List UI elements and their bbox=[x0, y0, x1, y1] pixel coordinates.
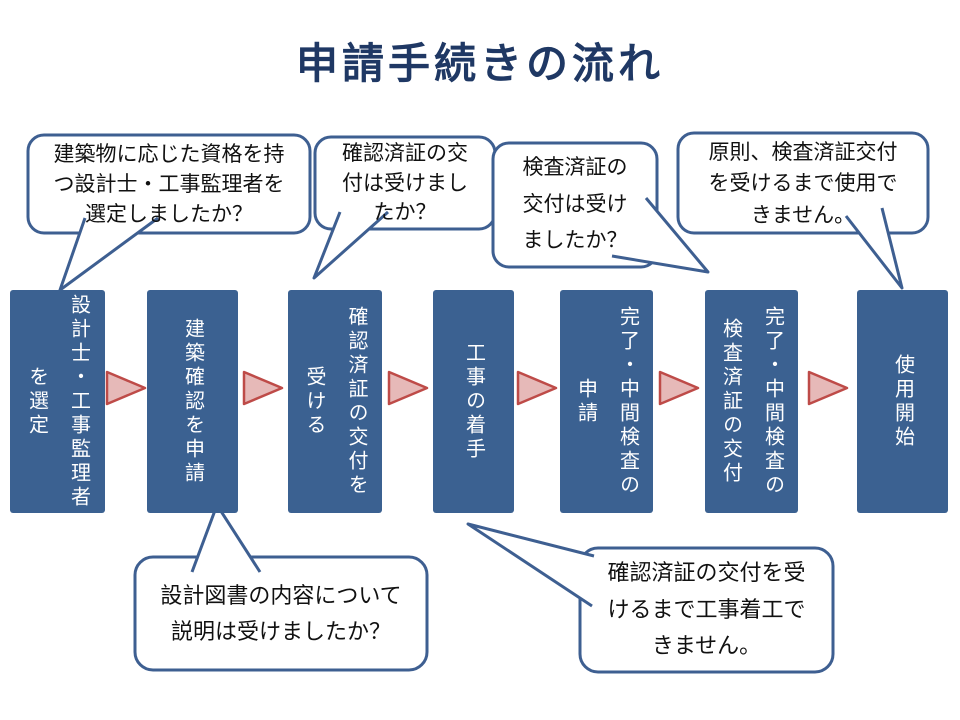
callout-qualification-text: 建築物に応じた資格を持 つ設計士・工事監理者を 選定しましたか？ bbox=[53, 143, 285, 226]
flow-step-apply-inspection: 完了・中間検査の 申請 bbox=[560, 290, 653, 513]
callout-qualification-body bbox=[26, 133, 312, 235]
callout-no-use-text: 原則、検査済証交付 を受けるまで使用で きません。 bbox=[708, 140, 898, 227]
callout-inspection-certificate-tail bbox=[611, 197, 710, 274]
callout-no-use-body bbox=[676, 131, 930, 235]
flow-arrow-6 bbox=[807, 370, 849, 406]
flow-arrow-2 bbox=[242, 370, 284, 406]
callout-no-use-tail bbox=[844, 207, 904, 290]
callout-design-explanation-body bbox=[133, 555, 429, 672]
flow-step-label: 建築確認を申請 bbox=[181, 317, 204, 486]
flow-step-start-use: 使用開始 bbox=[857, 290, 948, 513]
flow-arrow-3 bbox=[387, 370, 429, 406]
callout-no-construction-tail bbox=[466, 522, 595, 608]
flow-step-select-designer: 設計士・工事監理者 を選定 bbox=[10, 290, 105, 513]
page-title: 申請手続きの流れ bbox=[295, 40, 664, 87]
callout-no-construction-body bbox=[578, 546, 835, 674]
callout-inspection-certificate-text: 検査済証の 交付は受け ましたか？ bbox=[522, 155, 628, 253]
flow-arrow-1 bbox=[105, 370, 147, 406]
flow-step-start-construction: 工事の着手 bbox=[433, 290, 514, 513]
flow-arrow-4 bbox=[516, 370, 558, 406]
flow-step-receive-confirmation-certificate: 確認済証の交付を 受ける bbox=[288, 290, 382, 513]
flow-step-label: 確認済証の交付を 受ける bbox=[303, 305, 367, 498]
flow-step-label: 完了・中間検査の 検査済証の交付 bbox=[719, 305, 784, 498]
flow-step-label: 工事の着手 bbox=[462, 341, 485, 462]
callout-confirmation-certificate-tail bbox=[312, 210, 389, 280]
flow-step-apply-confirmation: 建築確認を申請 bbox=[147, 290, 238, 513]
flow-step-label: 完了・中間検査の 申請 bbox=[574, 305, 639, 498]
callout-design-explanation-text: 設計図書の内容について 説明は受けましたか？ bbox=[160, 582, 402, 644]
callout-inspection-certificate-body bbox=[491, 141, 659, 269]
flow-step-inspection-certificate-issued: 完了・中間検査の 検査済証の交付 bbox=[705, 290, 798, 513]
callout-confirmation-certificate-text: 確認済証の交 付は受けまし たか？ bbox=[342, 141, 468, 225]
flow-arrow-5 bbox=[658, 370, 700, 406]
flow-step-label: 使用開始 bbox=[891, 353, 914, 450]
flow-step-label: 設計士・工事監理者 を選定 bbox=[25, 293, 90, 510]
callout-no-construction-text: 確認済証の交付を受 けるまで工事着工で きません。 bbox=[607, 559, 806, 659]
